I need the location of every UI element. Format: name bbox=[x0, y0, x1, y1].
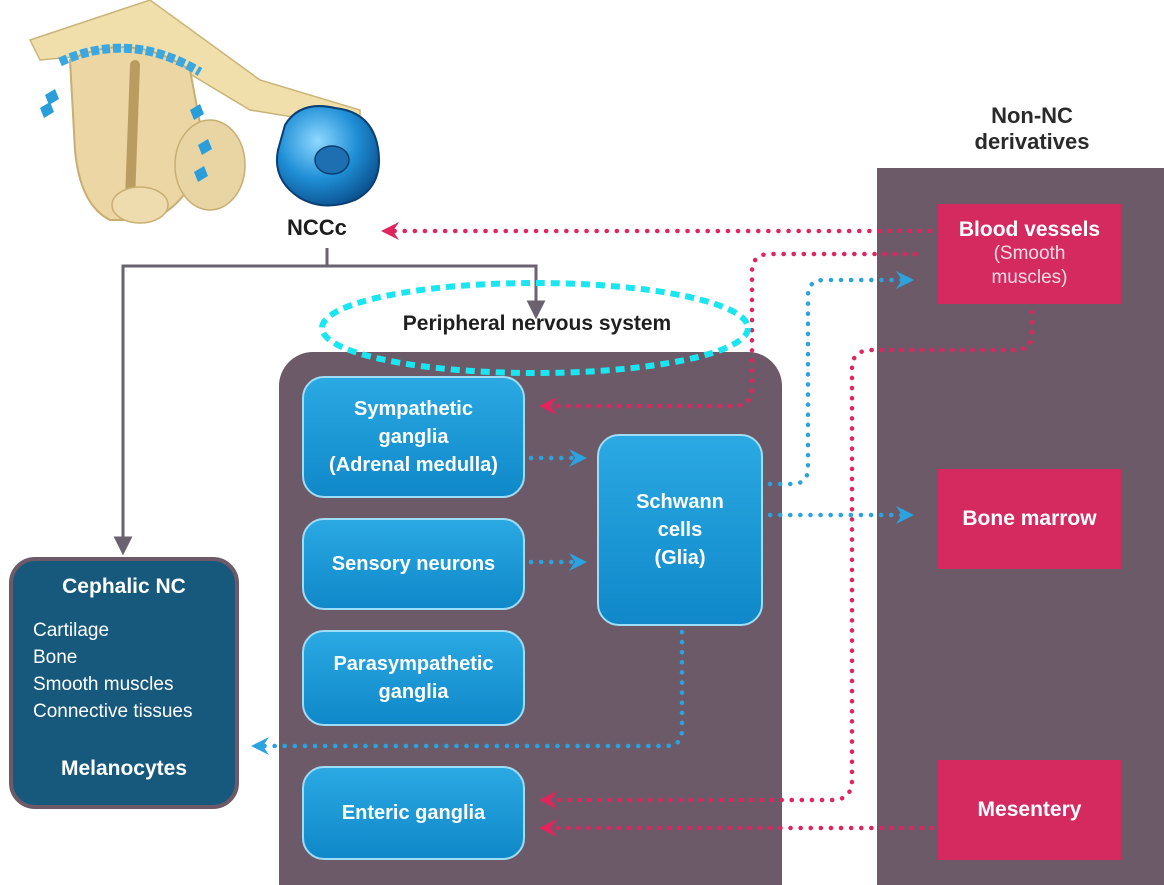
bone-marrow-label: Bone marrow bbox=[962, 507, 1097, 530]
cephalic-nc-title: Cephalic NC bbox=[62, 575, 186, 598]
blood-vessels-label: Blood vessels bbox=[958, 218, 1101, 241]
enteric-ganglia-box: Enteric ganglia bbox=[302, 766, 525, 860]
schwann-line2: cells bbox=[657, 519, 703, 541]
parasympathetic-ganglia-box: Parasympathetic ganglia bbox=[302, 630, 525, 726]
pink-dotted-arrows bbox=[381, 222, 1035, 837]
nccc-label: NCCc bbox=[287, 215, 347, 240]
blood-vessels-sub2: muscles) bbox=[991, 267, 1068, 288]
sensory-neurons-box: Sensory neurons bbox=[302, 518, 525, 610]
blood-vessels-sub1: (Smooth bbox=[993, 243, 1066, 264]
mesentery-label: Mesentery bbox=[977, 798, 1082, 821]
non-nc-title: Non-NC derivatives bbox=[912, 103, 1152, 155]
non-nc-title-line2: derivatives bbox=[974, 129, 1090, 154]
cephalic-nc-box: Cephalic NC Cartilage Bone Smooth muscle… bbox=[9, 557, 239, 809]
sensory-neurons-label: Sensory neurons bbox=[331, 553, 496, 575]
schwann-cells-box: Schwann cells (Glia) bbox=[597, 434, 763, 626]
sympathetic-line2: ganglia bbox=[378, 426, 449, 448]
schwann-line3: (Glia) bbox=[654, 547, 706, 569]
blood-vessels-box: Blood vessels (Smooth muscles) bbox=[938, 204, 1121, 304]
pns-highlight-ellipse bbox=[319, 280, 751, 376]
pns-title: Peripheral nervous system bbox=[402, 312, 672, 335]
cephalic-item-cartilage: Cartilage bbox=[33, 620, 110, 641]
enteric-ganglia-label: Enteric ganglia bbox=[341, 802, 486, 824]
blue-dotted-arrows bbox=[251, 271, 914, 755]
cephalic-item-connective-tissues: Connective tissues bbox=[33, 701, 193, 722]
cephalic-item-smooth-muscles: Smooth muscles bbox=[33, 674, 174, 695]
nccc-connector-lines bbox=[113, 248, 546, 556]
cephalic-nc-list: Cartilage Bone Smooth muscles Connective… bbox=[33, 617, 192, 725]
mesentery-box: Mesentery bbox=[938, 760, 1121, 860]
cephalic-item-bone: Bone bbox=[33, 647, 78, 668]
schwann-line1: Schwann bbox=[636, 491, 724, 513]
sympathetic-ganglia-box: Sympathetic ganglia (Adrenal medulla) bbox=[302, 376, 525, 498]
neural-crest-cell-icon bbox=[276, 105, 380, 207]
bone-marrow-box: Bone marrow bbox=[938, 469, 1121, 569]
parasympathetic-line1: Parasympathetic bbox=[333, 653, 494, 675]
non-nc-title-line1: Non-NC bbox=[991, 103, 1073, 128]
sympathetic-line1: Sympathetic bbox=[354, 398, 473, 420]
parasympathetic-line2: ganglia bbox=[378, 681, 449, 703]
cephalic-nc-melanocytes: Melanocytes bbox=[60, 757, 188, 780]
sympathetic-line3: (Adrenal medulla) bbox=[329, 454, 498, 476]
